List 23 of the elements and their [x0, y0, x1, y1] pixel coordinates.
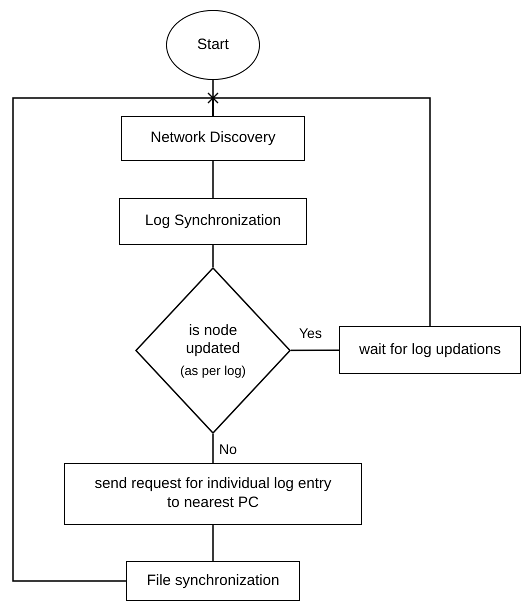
node-text: wait for log updations: [359, 340, 501, 360]
connector-line: [212, 97, 431, 326]
edge-label: No: [218, 442, 238, 458]
node-text: Network Discovery: [150, 129, 276, 148]
connector-line: [290, 349, 339, 352]
process-box: [64, 463, 362, 525]
node-text: (as per log): [180, 363, 246, 380]
process-box: [121, 116, 305, 161]
node-text: is node updated: [184, 322, 242, 360]
node-text: send request for individual log entry to nearest PC: [94, 475, 332, 513]
edge-label: Yes: [298, 326, 323, 342]
connector-line: [212, 161, 214, 198]
connector-line: [212, 245, 214, 267]
node-text: Start: [197, 36, 229, 54]
connector-line: [212, 434, 214, 463]
connector-line: [12, 97, 214, 582]
node-text: Log Synchronization: [145, 212, 281, 231]
decision-diamond: [135, 267, 291, 434]
node-text: File synchronization: [146, 572, 280, 590]
connector-line: [212, 525, 214, 561]
process-box: [339, 326, 521, 374]
process-box: [119, 198, 307, 245]
process-box: [126, 561, 300, 601]
